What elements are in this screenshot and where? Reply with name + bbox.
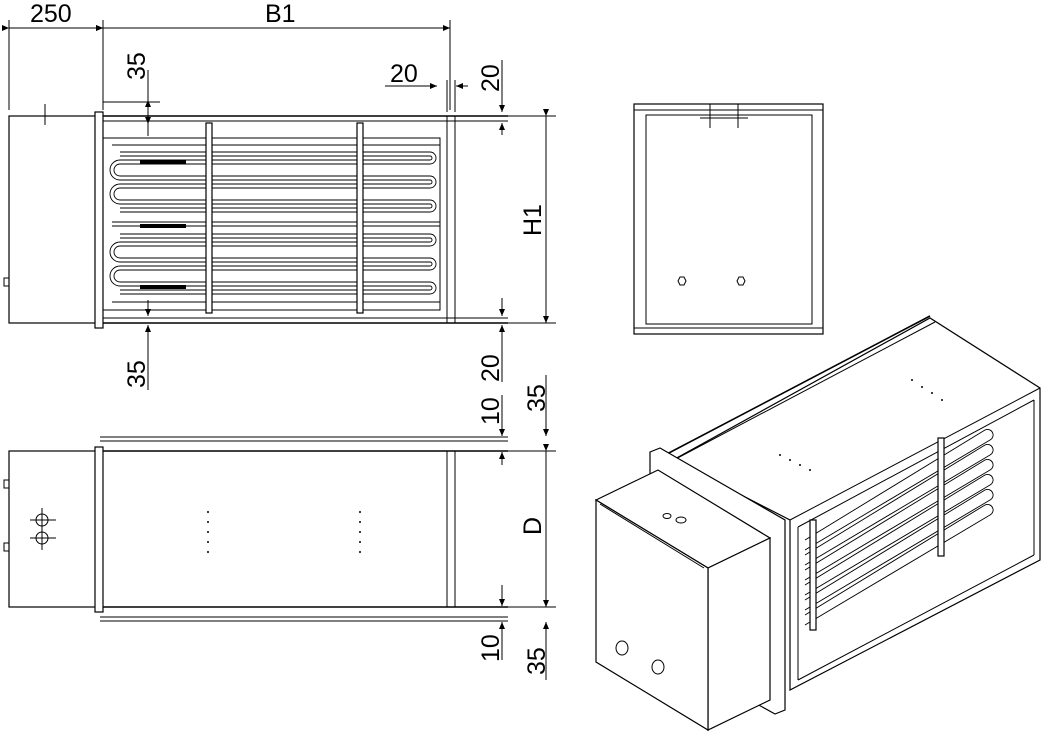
heating-coil — [102, 137, 441, 311]
dim-flange-v: 20 — [477, 64, 505, 92]
isometric-view — [594, 315, 1041, 732]
dim-side-top-35: 35 — [523, 384, 551, 412]
dim-side-bottom-10: 10 — [477, 634, 505, 662]
end-view-gland — [736, 276, 746, 286]
front-view: 250 B1 35 20 20 H1 35 20 — [2, 0, 556, 390]
support-bar — [356, 122, 364, 314]
support-bar — [205, 122, 213, 314]
dim-bottom-35: 35 — [123, 360, 151, 388]
end-view-gland — [677, 276, 687, 286]
iso-coil — [804, 428, 994, 631]
dim-d: D — [519, 517, 547, 535]
dim-top-35: 35 — [123, 52, 151, 80]
dim-flange-h: 20 — [390, 60, 418, 88]
flange-left — [94, 111, 104, 329]
terminal-box — [8, 115, 98, 324]
dim-bottom-20: 20 — [477, 354, 505, 382]
dim-side-top-10: 10 — [477, 397, 505, 425]
end-view — [633, 103, 824, 335]
coil-tubes — [109, 144, 440, 303]
dim-b1: B1 — [265, 0, 296, 28]
side-view: D 10 35 10 35 — [3, 375, 556, 680]
dim-box-width: 250 — [30, 0, 72, 28]
rivet-dots — [207, 511, 361, 553]
cable-gland — [30, 526, 56, 550]
dim-side-bottom-35: 35 — [523, 647, 551, 675]
side-terminal-box — [8, 450, 98, 608]
iso-terminal-box — [594, 469, 772, 732]
dim-h1: H1 — [519, 204, 547, 236]
